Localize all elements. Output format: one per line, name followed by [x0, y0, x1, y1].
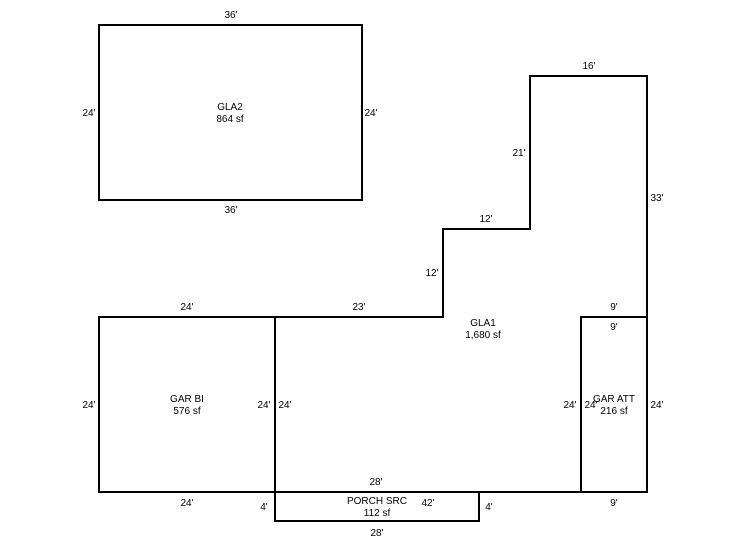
gla2-name: GLA2	[217, 102, 243, 113]
dim-gar-bi-top: 24'	[180, 302, 193, 313]
dim-porch-right: 4'	[485, 502, 493, 513]
dim-porch-bottom: 28'	[370, 528, 383, 539]
gar-att-area: 216 sf	[600, 406, 627, 417]
porch-area: 112 sf	[364, 508, 391, 519]
gla1-area: 1,680 sf	[465, 330, 501, 341]
gla2-outline	[98, 24, 363, 201]
dim-gla2-top: 36'	[224, 10, 237, 21]
dim-gar-bi-bottom: 24'	[180, 498, 193, 509]
porch-name: PORCH SRC	[347, 496, 407, 507]
dim-gar-att-right: 24'	[650, 400, 663, 411]
gar-att-outline	[580, 316, 648, 493]
dim-gla1-right-inner: 24'	[563, 400, 576, 411]
dim-gla1-step-horizontal: 12'	[479, 214, 492, 225]
dim-gla2-bottom: 36'	[224, 205, 237, 216]
dim-porch-left: 4'	[260, 502, 268, 513]
dim-gla1-top-right: 16'	[582, 61, 595, 72]
dim-gar-bi-left: 24'	[82, 400, 95, 411]
dim-gar-att-top-inner: 9'	[610, 322, 618, 333]
gar-bi-area: 576 sf	[173, 406, 200, 417]
dim-gla1-right: 33'	[650, 193, 663, 204]
dim-gla2-right: 24'	[364, 108, 377, 119]
dim-gla1-step-vertical-upper: 21'	[512, 148, 525, 159]
dim-porch-42: 42'	[421, 498, 434, 509]
dim-gar-att-left: 24'	[584, 400, 597, 411]
gar-bi-outline	[98, 316, 276, 493]
dim-gla1-bottom: 28'	[369, 477, 382, 488]
dim-gar-att-top-outer: 9'	[610, 302, 618, 313]
dim-gla2-left: 24'	[82, 108, 95, 119]
gla1-outline	[274, 75, 648, 493]
dim-gar-bi-right: 24'	[257, 400, 270, 411]
dim-gar-att-bottom: 9'	[610, 498, 618, 509]
gla2-area: 864 sf	[216, 114, 243, 125]
dim-gla1-left: 24'	[278, 400, 291, 411]
dim-gla1-step-vertical-lower: 12'	[425, 268, 438, 279]
gar-bi-name: GAR BI	[170, 394, 204, 405]
gla1-name: GLA1	[470, 318, 496, 329]
gar-att-name: GAR ATT	[593, 394, 635, 405]
dim-gla1-top-left: 23'	[352, 302, 365, 313]
porch-outline	[274, 491, 480, 522]
